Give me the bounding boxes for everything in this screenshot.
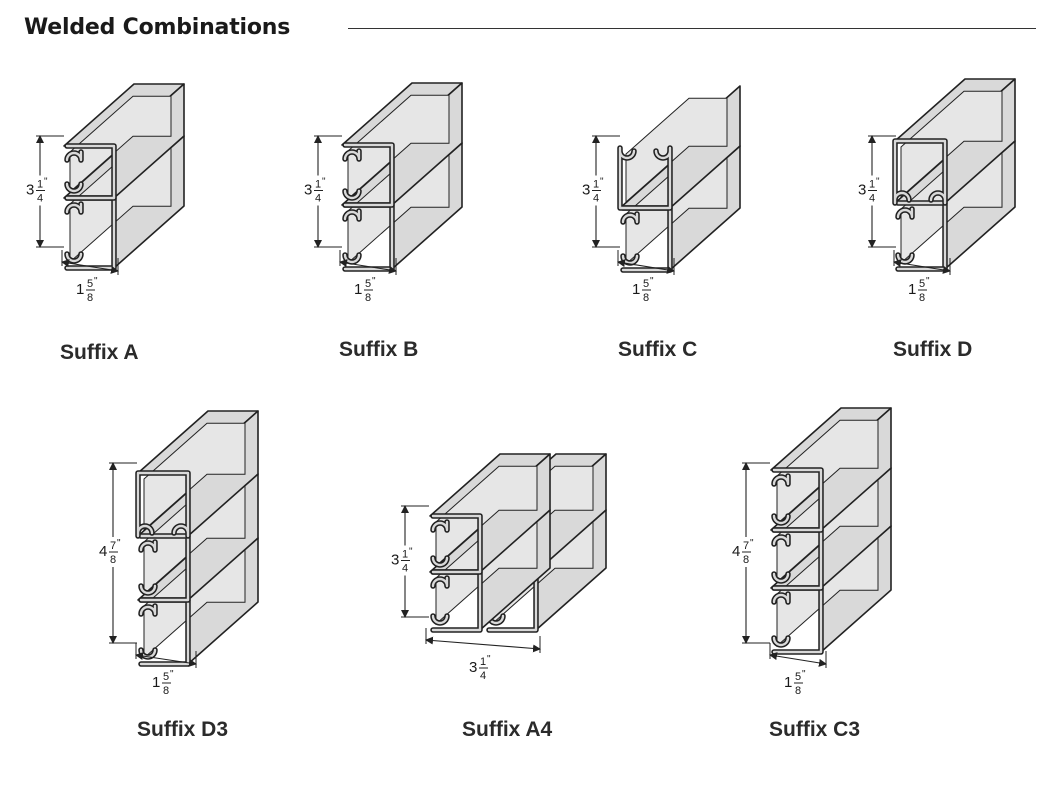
width-dimension-denominator: 8 — [795, 685, 801, 697]
channel-interior — [625, 97, 728, 204]
height-dimension-numerator: 7 — [743, 540, 749, 552]
width-dimension-denominator: 8 — [87, 292, 93, 304]
height-dimension-denominator: 4 — [593, 193, 599, 205]
height-dimension-denominator: 4 — [402, 563, 408, 575]
height-dimension-whole: 3 — [858, 182, 866, 199]
width-dimension-denominator: 4 — [480, 670, 486, 682]
variant-label-c: Suffix C — [618, 338, 698, 361]
height-dimension-numerator: 1 — [402, 549, 408, 561]
height-dimension-whole: 4 — [732, 543, 740, 560]
width-dimension-denominator: 8 — [365, 292, 371, 304]
width-dimension-numerator: 1 — [480, 656, 486, 668]
channel-profile-highlight — [139, 534, 190, 602]
height-dimension-whole: 3 — [26, 182, 34, 199]
width-dimension-line — [339, 259, 397, 274]
channel-interior — [900, 90, 1003, 199]
height-dimension-numerator: 1 — [593, 179, 599, 191]
variant-label-a4: Suffix A4 — [462, 718, 553, 741]
height-dimension-denominator: 4 — [869, 193, 875, 205]
width-dimension-denominator: 8 — [643, 292, 649, 304]
width-dimension-whole: 1 — [354, 281, 362, 298]
variant-label-a: Suffix A — [60, 341, 139, 364]
width-dimension-inch: " — [170, 669, 174, 680]
channel-interior — [143, 422, 246, 532]
header-rule — [348, 28, 1036, 29]
width-dimension-numerator: 5 — [795, 671, 801, 683]
height-dimension-inch: " — [322, 177, 326, 188]
height-dimension-inch: " — [409, 547, 413, 558]
height-dimension-denominator: 4 — [37, 193, 43, 205]
height-dimension-denominator: 4 — [315, 193, 321, 205]
width-dimension-inch: " — [650, 276, 654, 287]
height-dimension-inch: " — [876, 177, 880, 188]
height-dimension-inch: " — [600, 177, 604, 188]
height-dimension-numerator: 1 — [315, 179, 321, 191]
width-dimension-inch: " — [487, 654, 491, 665]
width-dimension-line — [135, 652, 197, 667]
height-dimension-whole: 4 — [99, 543, 107, 560]
width-dimension-inch: " — [802, 669, 806, 680]
width-dimension-denominator: 8 — [163, 685, 169, 697]
height-dimension-numerator: 7 — [110, 540, 116, 552]
width-dimension-line — [769, 652, 827, 667]
width-dimension-numerator: 5 — [919, 278, 925, 290]
channel-profile-highlight — [343, 143, 394, 207]
width-dimension-inch: " — [372, 276, 376, 287]
width-dimension-numerator: 5 — [87, 278, 93, 290]
width-dimension-denominator: 8 — [919, 292, 925, 304]
width-dimension-inch: " — [926, 276, 930, 287]
page-title: Welded Combinations — [24, 15, 291, 40]
height-dimension-inch: " — [750, 538, 754, 549]
variant-label-b: Suffix B — [339, 338, 419, 361]
height-dimension-numerator: 1 — [869, 179, 875, 191]
width-dimension-numerator: 5 — [163, 671, 169, 683]
width-dimension-whole: 1 — [152, 674, 160, 691]
height-dimension-numerator: 1 — [37, 179, 43, 191]
channel-profile-highlight — [618, 146, 672, 210]
width-dimension-whole: 1 — [632, 281, 640, 298]
variant-label-d: Suffix D — [893, 338, 973, 361]
width-dimension-whole: 1 — [908, 281, 916, 298]
width-dimension-whole: 1 — [784, 674, 792, 691]
width-dimension-inch: " — [94, 276, 98, 287]
width-dimension-numerator: 5 — [365, 278, 371, 290]
width-dimension-line — [893, 259, 951, 274]
width-dimension-whole: 3 — [469, 659, 477, 676]
height-dimension-inch: " — [44, 177, 48, 188]
channel-profile-highlight — [65, 144, 116, 200]
width-dimension-line — [617, 259, 675, 274]
channel-profile-highlight — [136, 471, 190, 538]
header: Welded Combinations — [24, 14, 1036, 44]
width-dimension-line — [61, 259, 119, 274]
channel-profile-highlight — [772, 468, 823, 532]
width-dimension-line — [425, 636, 541, 653]
height-dimension-inch: " — [117, 538, 121, 549]
channel-profile-highlight — [431, 514, 482, 574]
height-dimension-whole: 3 — [304, 182, 312, 199]
height-dimension-whole: 3 — [391, 552, 399, 569]
channel-profile-highlight — [893, 139, 947, 205]
height-dimension-denominator: 8 — [743, 554, 749, 566]
variant-label-c3: Suffix C3 — [769, 718, 861, 741]
width-dimension-whole: 1 — [76, 281, 84, 298]
width-dimension-numerator: 5 — [643, 278, 649, 290]
height-dimension-whole: 3 — [582, 182, 590, 199]
height-dimension-denominator: 8 — [110, 554, 116, 566]
variant-label-d3: Suffix D3 — [137, 718, 229, 741]
